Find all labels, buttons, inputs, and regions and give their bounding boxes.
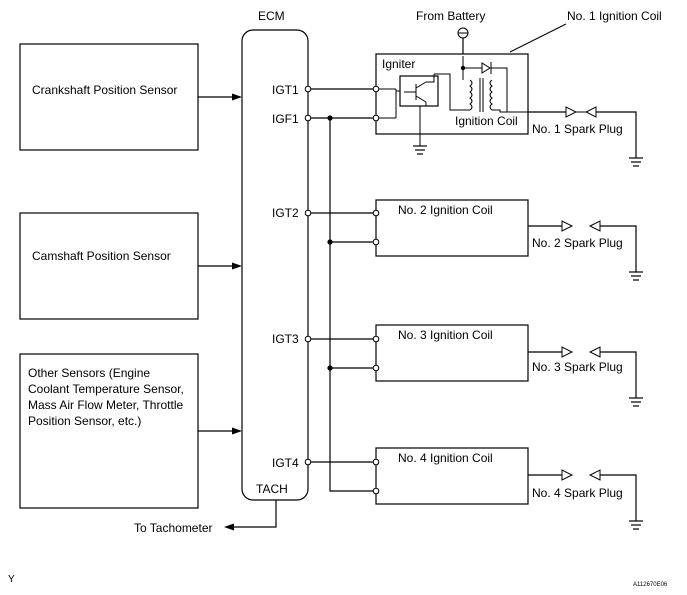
spark-plug-1: No. 1 Spark Plug	[528, 106, 643, 167]
spark-plug-2-electrode-icon	[561, 220, 574, 232]
coil1-secondary-out-internal	[492, 109, 528, 113]
tachometer-label: To Tachometer	[134, 521, 213, 535]
coil1-igf-terminal	[372, 114, 380, 122]
other-sensors-block: Other Sensors (Engine Coolant Temperatur…	[19, 353, 242, 509]
coil2-igf-terminal	[372, 238, 380, 246]
spark-plug-1-electrode-icon	[565, 106, 578, 118]
spark-plug-2-label: No. 2 Spark Plug	[532, 236, 623, 250]
igt-igf-wiring	[311, 88, 374, 492]
tach-output: To Tachometer	[134, 500, 277, 535]
battery-label: From Battery	[416, 9, 485, 23]
coil3-box	[375, 324, 529, 382]
coil4-igf-terminal	[372, 487, 380, 495]
spark-plug-1-label: No. 1 Spark Plug	[532, 122, 623, 136]
spark-plug-4-label: No. 4 Spark Plug	[532, 486, 623, 500]
igniter-transistor-box	[399, 75, 439, 107]
coil4-igt-terminal	[372, 458, 380, 466]
ecm-pin-igt3: IGT3	[272, 332, 299, 346]
coil3-title: No. 3 Ignition Coil	[398, 328, 493, 342]
igniter-ground-wire	[419, 102, 427, 146]
coil1-igt-terminal	[372, 85, 380, 93]
ecm-terminal-igt2	[304, 209, 312, 217]
transistor-collector	[415, 81, 427, 89]
ecm-pin-igt1: IGT1	[272, 83, 299, 97]
crankshaft-sensor-block: Crankshaft Position Sensor	[19, 43, 242, 151]
footer-left-mark: Y	[8, 574, 15, 585]
spark-plug-4-ground-wire	[600, 474, 637, 521]
coil3-block: No. 3 Ignition Coil No. 3 Spark Plug	[372, 324, 643, 407]
other-sensors-signal-arrow	[232, 427, 242, 435]
coil1-block: From Battery No. 1 Ignition Coil Igniter…	[372, 9, 662, 155]
camshaft-signal-arrow	[232, 262, 242, 270]
ecm-block: ECM IGT1 IGF1 IGT2 IGT3 IGT4 TACH	[241, 9, 309, 501]
other-sensors-line-1: Other Sensors (Engine	[28, 366, 150, 380]
coil1-leader-line	[509, 23, 567, 53]
spark-plug-2-ground-wire	[600, 225, 637, 272]
crankshaft-sensor-label: Crankshaft Position Sensor	[32, 83, 177, 97]
ecm-pin-igt2: IGT2	[272, 206, 299, 220]
coil2-title: No. 2 Ignition Coil	[398, 203, 493, 217]
ecm-label: ECM	[258, 9, 285, 23]
ecm-box	[241, 29, 309, 501]
other-sensors-line-4: Position Sensor, etc.)	[28, 414, 141, 428]
ignition-coil-inner-label: Ignition Coil	[455, 114, 518, 128]
primary-winding-icon	[469, 79, 473, 111]
spark-plug-3-electrode-icon	[561, 346, 574, 358]
coil4-block: No. 4 Ignition Coil No. 4 Spark Plug	[372, 447, 643, 530]
diode-icon	[481, 62, 491, 74]
coil2-box	[375, 199, 529, 257]
ecm-terminal-igt4	[304, 458, 312, 466]
crankshaft-sensor-box	[19, 43, 199, 151]
other-sensors-line-3: Mass Air Flow Meter, Throttle	[28, 398, 183, 412]
spark-plug-3-label: No. 3 Spark Plug	[532, 360, 623, 374]
igniter-label: Igniter	[382, 57, 415, 71]
ecm-pin-tach: TACH	[256, 482, 288, 496]
camshaft-sensor-block: Camshaft Position Sensor	[19, 212, 242, 320]
ecm-terminal-igf1	[304, 114, 312, 122]
ecm-pin-igf1: IGF1	[272, 112, 299, 126]
coil3-igf-terminal	[372, 364, 380, 372]
coil4-box	[375, 447, 529, 505]
figure-id: A112670E06	[633, 582, 668, 588]
coil1-box	[375, 53, 529, 135]
igf-junction-1	[327, 115, 333, 121]
other-sensors-line-2: Coolant Temperature Sensor,	[28, 382, 184, 396]
coil3-igt-terminal	[372, 335, 380, 343]
spark-plug-3-ground-wire	[600, 351, 637, 398]
coil1-primary-return	[434, 73, 470, 111]
other-sensors-box	[19, 353, 199, 509]
tach-wire	[232, 500, 277, 528]
transistor-emitter	[415, 95, 427, 103]
ecm-terminal-igt3	[304, 335, 312, 343]
secondary-winding-icon	[489, 79, 493, 111]
coil1-title: No. 1 Ignition Coil	[567, 9, 662, 23]
ecm-terminal-igt1	[304, 85, 312, 93]
camshaft-sensor-label: Camshaft Position Sensor	[32, 249, 171, 263]
ecm-pin-igt4: IGT4	[272, 456, 299, 470]
camshaft-sensor-box	[19, 212, 199, 320]
coil2-block: No. 2 Ignition Coil No. 2 Spark Plug	[372, 199, 643, 281]
coil1-secondary-feed	[491, 67, 508, 112]
tach-arrow	[224, 523, 234, 531]
igf-junction-2	[327, 239, 333, 245]
transistor-collector-out	[426, 74, 435, 83]
crankshaft-signal-arrow	[232, 93, 242, 101]
coil2-igt-terminal	[372, 209, 380, 217]
spark-plug-1-ground-wire	[596, 111, 637, 158]
coil4-title: No. 4 Ignition Coil	[398, 451, 493, 465]
igf-junction-3	[327, 365, 333, 371]
spark-plug-4-electrode-icon	[561, 469, 574, 481]
igf-common-bus	[329, 118, 374, 492]
